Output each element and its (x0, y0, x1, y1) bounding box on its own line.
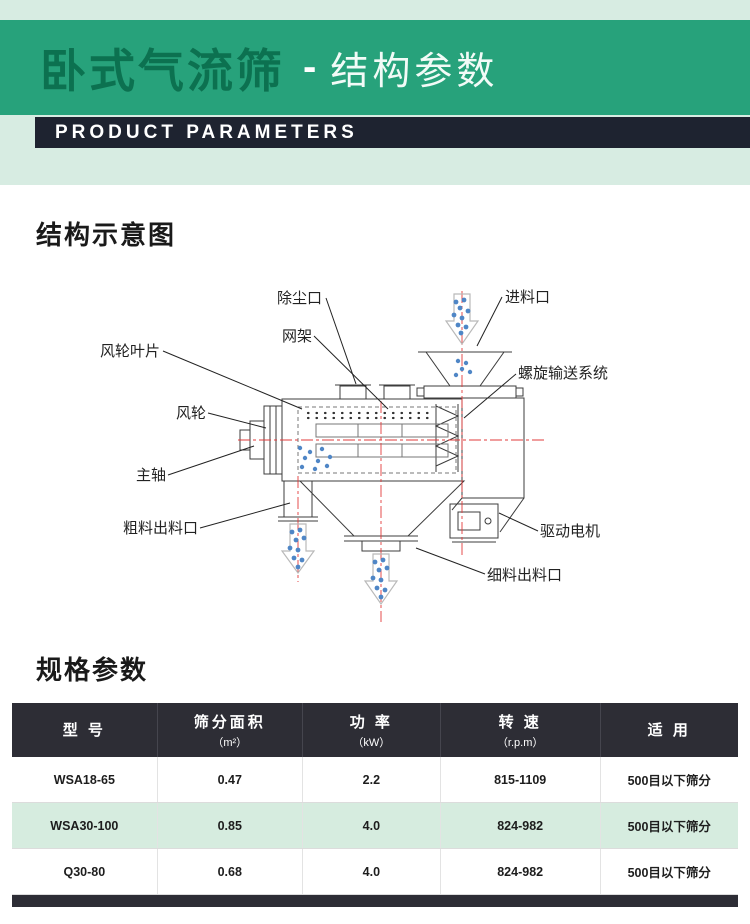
label-leader-lines (162, 296, 539, 575)
title-separator: - (303, 45, 317, 89)
col-header-apply: 适 用 (599, 703, 738, 757)
centerlines (238, 291, 545, 622)
table-row: WSA30-100 0.85 4.0 824-982 500目以下筛分 (12, 802, 738, 849)
table-footer-bar (12, 895, 738, 907)
page-title-main: 卧式气流筛 (40, 44, 285, 97)
cell-apply: 500目以下筛分 (599, 757, 738, 803)
specs-section-title: 规格参数 (36, 655, 149, 685)
cell-speed: 824-982 (439, 802, 601, 849)
label-fine-outlet: 细料出料口 (487, 567, 562, 584)
label-wind-wheel: 风轮 (176, 405, 206, 422)
label-main-shaft: 主轴 (136, 467, 166, 484)
cell-power: 4.0 (301, 848, 441, 895)
cell-area: 0.85 (156, 802, 303, 849)
coarse-flow-arrow-icon (280, 523, 316, 575)
col-header-area: 筛分面积（m²） (156, 703, 303, 757)
label-screw-system: 螺旋输送系统 (518, 365, 608, 382)
label-coarse-outlet: 粗料出料口 (123, 520, 198, 537)
col-header-speed: 转 速（r.p.m） (439, 703, 601, 757)
screen-interior (297, 406, 457, 474)
cell-area: 0.47 (156, 757, 303, 803)
table-row: Q30-80 0.68 4.0 824-982 500目以下筛分 (12, 848, 738, 895)
title-banner: 卧式气流筛 - 结构参数 (0, 20, 750, 115)
cell-model: WSA30-100 (12, 802, 158, 849)
cell-apply: 500目以下筛分 (599, 802, 738, 849)
structure-diagram: 除尘口 进料口 网架 风轮叶片 螺旋输送系统 风轮 主轴 粗料出料口 驱动电机 … (0, 266, 750, 636)
cell-speed: 815-1109 (439, 757, 601, 803)
product-parameters-label: PRODUCT PARAMETERS (55, 121, 358, 143)
col-header-model: 型 号 (12, 703, 158, 757)
label-feed-inlet: 进料口 (505, 289, 550, 306)
cell-power: 4.0 (301, 802, 441, 849)
table-row: WSA18-65 0.47 2.2 815-1109 500目以下筛分 (12, 757, 738, 803)
diagram-svg: 除尘口 进料口 网架 风轮叶片 螺旋输送系统 风轮 主轴 粗料出料口 驱动电机 … (100, 289, 608, 622)
cell-model: Q30-80 (12, 848, 158, 895)
material-flow-arrows (280, 293, 480, 606)
product-parameters-bar: PRODUCT PARAMETERS (35, 117, 750, 148)
material-dots (287, 297, 473, 600)
cell-model: WSA18-65 (12, 757, 158, 803)
machine-drawing (239, 351, 525, 552)
feed-flow-arrow-icon (444, 293, 480, 346)
cell-area: 0.68 (156, 848, 303, 895)
cell-power: 2.2 (301, 757, 441, 803)
table-header-row: 型 号 筛分面积（m²） 功 率（kW） 转 速（r.p.m） 适 用 (12, 703, 738, 757)
label-wheel-blades: 风轮叶片 (100, 343, 160, 360)
cell-speed: 824-982 (439, 848, 601, 895)
label-dust-port: 除尘口 (277, 290, 322, 307)
diagram-labels: 除尘口 进料口 网架 风轮叶片 螺旋输送系统 风轮 主轴 粗料出料口 驱动电机 … (100, 289, 608, 584)
label-mesh-frame: 网架 (282, 328, 312, 345)
cell-apply: 500目以下筛分 (599, 848, 738, 895)
diagram-section-title: 结构示意图 (36, 220, 177, 250)
label-drive-motor: 驱动电机 (540, 523, 600, 540)
specs-table: 型 号 筛分面积（m²） 功 率（kW） 转 速（r.p.m） 适 用 (12, 703, 738, 907)
fine-flow-arrow-icon (363, 553, 399, 606)
col-header-power: 功 率（kW） (301, 703, 441, 757)
header: 卧式气流筛 - 结构参数 PRODUCT PARAMETERS (0, 0, 750, 185)
page-title-sub: 结构参数 (330, 51, 499, 93)
